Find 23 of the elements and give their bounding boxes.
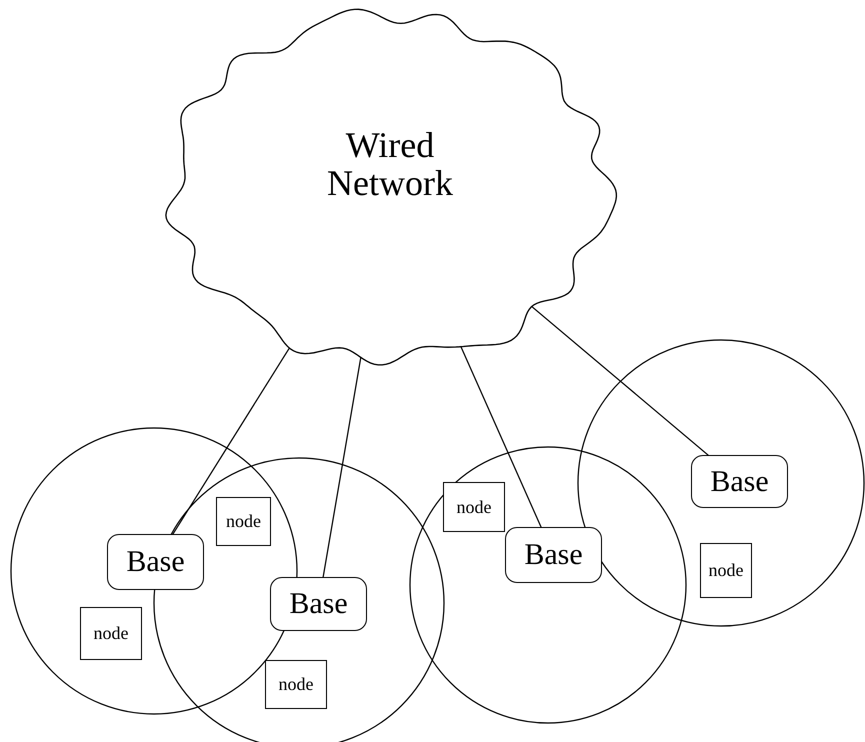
node-box — [443, 482, 505, 532]
node-box — [700, 543, 752, 598]
connector-line — [531, 306, 709, 456]
base-station-box — [270, 577, 367, 631]
node-label: Base — [126, 545, 185, 579]
base-station-box — [107, 534, 204, 590]
node-label: node — [708, 560, 744, 581]
node-label: node — [94, 623, 128, 644]
node-label: Base — [289, 587, 348, 621]
connector-line — [460, 346, 542, 528]
connector-line — [172, 347, 290, 535]
connector-line — [322, 356, 362, 578]
node-box — [80, 607, 142, 660]
node-label: node — [226, 511, 261, 532]
node-label: Base — [524, 538, 583, 572]
node-label: Base — [710, 464, 769, 498]
node-box — [216, 497, 271, 546]
base-station-box — [691, 455, 788, 508]
node-label: node — [456, 496, 492, 518]
node-box — [265, 660, 327, 709]
base-station-box — [505, 527, 602, 583]
cloud-label: Wired Network — [326, 127, 454, 203]
node-label: node — [278, 674, 314, 695]
